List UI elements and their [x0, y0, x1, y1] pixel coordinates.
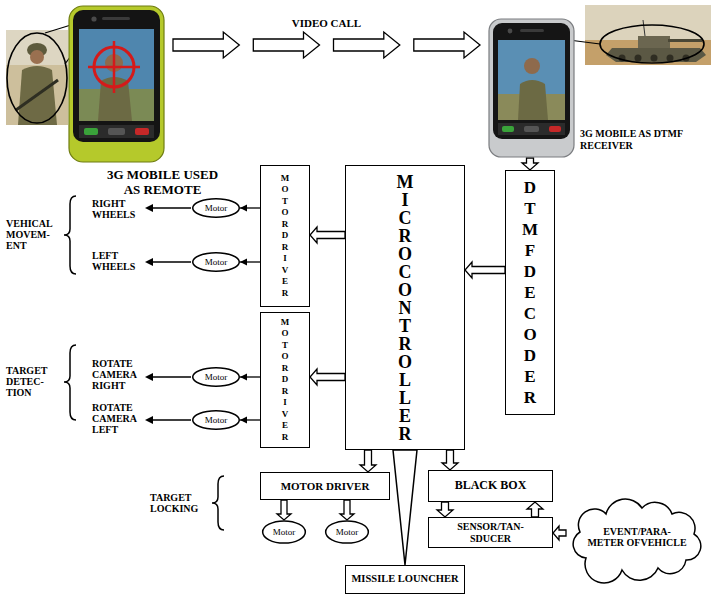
node-label: Motor: [205, 257, 228, 267]
receiver-phone: 3G MOBILE AS DTMF RECEIVER: [488, 18, 575, 158]
output-label: ROTATE CAMERA RIGHT: [92, 358, 136, 392]
edge-label: VIDEO CALL: [290, 17, 363, 29]
group-label: TARGET LOCKING: [150, 492, 198, 514]
sensor-box: SENSOR/TAN- SDUCER: [428, 517, 553, 548]
label-holder: LEFT WHEELS: [92, 250, 135, 272]
label-holder: ROTATE CAMERA LEFT: [92, 402, 136, 436]
label-holder: TARGET LOCKING: [150, 492, 198, 514]
motor-ellipse: Motor: [192, 410, 240, 430]
phone-illustration: [488, 18, 575, 158]
phone-illustration: [68, 5, 165, 163]
label-holder: VEHICAL MOVEM- ENT: [6, 218, 52, 252]
node-label: EVENT/PARA- METER OFVEHICLE: [585, 526, 689, 549]
output-label: LEFT WHEELS: [92, 250, 135, 272]
node-label: Motor: [336, 527, 359, 537]
vertical-label: DTMF DECODER: [521, 177, 539, 408]
label-holder: TARGET DETEC- TION: [6, 365, 47, 399]
microcontroller-box: MICROCONTROLLER: [345, 165, 465, 450]
connector-arrow: [240, 374, 260, 381]
motor-ellipse: Motor: [192, 198, 240, 218]
node-label: 3G MOBILE AS DTMF RECEIVER: [580, 128, 688, 151]
connector-arrow: [173, 32, 480, 58]
dtmf-decoder-box: DTMF DECODER: [505, 170, 555, 415]
connector-arrow: [393, 450, 417, 565]
node-label: BLACK BOX: [455, 479, 527, 493]
connector-arrow: [277, 500, 291, 520]
connector-arrow: [553, 526, 566, 540]
output-label: RIGHT WHEELS: [92, 198, 135, 220]
node-label: MOTOR DRIVER: [281, 480, 370, 493]
connector-arrow: [465, 262, 505, 278]
black-box: BLACK BOX: [428, 470, 553, 502]
label-holder: VIDEO CALL: [290, 17, 363, 29]
vertical-label: MOTOR DRIVER: [280, 173, 289, 300]
motor-ellipse: Motor: [325, 520, 369, 544]
missile-launcher-box: MISSILE LOUNCHER: [345, 565, 465, 594]
node-label: 3G MOBILE USED AS REMOTE: [100, 168, 225, 198]
motor-ellipse: Motor: [192, 252, 240, 272]
connector-arrow: [360, 450, 376, 472]
label-holder: ROTATE CAMERA RIGHT: [92, 358, 136, 392]
leader-arrows: [145, 204, 191, 424]
vertical-label: MICROCONTROLLER: [396, 173, 415, 443]
group-label: VEHICAL MOVEM- ENT: [6, 218, 52, 252]
connector-arrow: [442, 450, 458, 470]
connector-arrow: [310, 227, 345, 243]
motor-ellipse: Motor: [192, 367, 240, 387]
connector-arrow: [240, 417, 260, 424]
event-cloud: EVENT/PARA- METER OFVEHICLE: [566, 498, 708, 576]
node-label: MISSILE LOUNCHER: [351, 573, 458, 585]
connector-arrow: [340, 500, 354, 520]
motor-driver-box: MOTOR DRIVER: [260, 165, 310, 307]
label-holder: RIGHT WHEELS: [92, 198, 135, 220]
motor-driver-box: MOTOR DRIVER: [260, 312, 310, 448]
connector-arrow: [240, 259, 260, 266]
connector-arrow: [310, 369, 345, 385]
connector-arrow: [240, 205, 260, 212]
motor-driver-box: MOTOR DRIVER: [260, 472, 390, 500]
output-label: ROTATE CAMERA LEFT: [92, 402, 136, 436]
motor-ellipse: Motor: [262, 520, 306, 544]
connector-arrow: [437, 502, 453, 517]
curly-brace: [64, 196, 224, 530]
vertical-label: MOTOR DRIVER: [280, 317, 289, 444]
node-label: Motor: [205, 203, 228, 213]
node-label: Motor: [273, 527, 296, 537]
connector-arrow: [527, 502, 543, 517]
node-label: SENSOR/TAN- SDUCER: [446, 521, 536, 544]
node-label: Motor: [205, 372, 228, 382]
remote-phone: 3G MOBILE USED AS REMOTE: [68, 5, 165, 163]
node-label: Motor: [205, 415, 228, 425]
connector-arrow: [522, 158, 538, 170]
group-label: TARGET DETEC- TION: [6, 365, 47, 399]
